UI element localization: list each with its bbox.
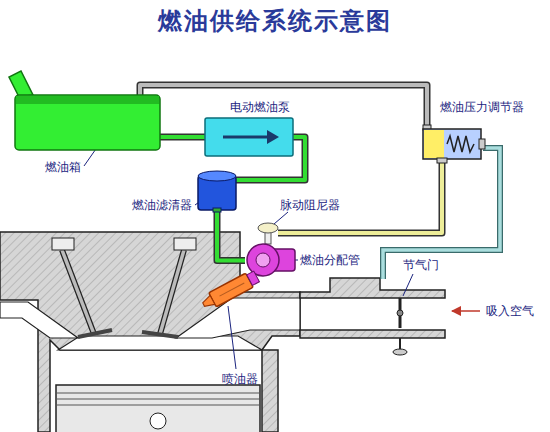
- fuel-pressure-regulator-shape: [447, 136, 474, 152]
- fuel-injector-shape: [209, 273, 254, 307]
- air-arrow: [452, 311, 480, 312]
- throttle-valve: 节气门: [385, 296, 415, 330]
- intake-manifold: [300, 278, 445, 355]
- piston: [56, 385, 260, 432]
- valve: [78, 330, 112, 337]
- valve: [62, 250, 94, 334]
- fuel-pressure-regulator-shape: [479, 139, 485, 149]
- air-arrow: [452, 310, 480, 312]
- throttle-valve-shape: [385, 296, 415, 330]
- electric-fuel-pump-shape: [223, 136, 267, 139]
- valve: [52, 238, 196, 337]
- part-label: 电动燃油泵: [230, 100, 290, 114]
- pipe-outline: [278, 163, 442, 233]
- leader-line: [274, 212, 288, 224]
- part-label: 脉动阻尼器: [280, 198, 340, 212]
- diagram-title: 燃油供给系统示意图: [0, 6, 550, 36]
- pipe-outline: [160, 134, 205, 141]
- piston: [56, 393, 260, 394]
- fuel-injector-shape: [200, 269, 260, 311]
- part-label: 喷油器: [222, 372, 258, 386]
- intake-manifold: [399, 338, 401, 350]
- electric-fuel-pump-shape: [205, 118, 293, 156]
- pulse-damper-shape: [258, 223, 278, 233]
- intake-manifold: [300, 278, 445, 298]
- pipe-fill: [160, 135, 205, 139]
- fuel-filter-shape: [198, 171, 236, 181]
- leader-line: [228, 306, 236, 369]
- valve: [142, 332, 178, 337]
- fuel-pipe: [278, 163, 442, 233]
- valve: [160, 250, 184, 334]
- piston: [56, 405, 260, 406]
- fuel-pressure-regulator-shape: [423, 125, 483, 163]
- valve: [52, 238, 74, 250]
- electric-fuel-pump-shape: [205, 118, 293, 156]
- piston: [56, 399, 260, 400]
- fuel-rail-shape: [256, 253, 270, 267]
- fuel-tank-shape: [9, 71, 33, 97]
- piston: [150, 413, 166, 429]
- flow-label: 吸入空气: [486, 304, 534, 318]
- fuel-tank-shape: [16, 96, 159, 104]
- part-label: 燃油箱: [45, 160, 81, 174]
- cylinder-wall: [262, 350, 278, 432]
- fuel-filter-shape: [198, 170, 236, 212]
- fuel-filter-shape: [213, 208, 221, 212]
- fuel-injector-shape: [201, 295, 215, 309]
- throttle-valve-shape: [397, 310, 403, 316]
- fuel-tank-shape: [15, 95, 160, 150]
- fuel-pipe: [160, 137, 205, 138]
- leader-line: [403, 274, 413, 296]
- pulse-damper-shape: [258, 222, 278, 244]
- valve: [62, 250, 94, 334]
- electric-fuel-pump: 电动燃油泵: [205, 118, 293, 156]
- fuel-rail-shape: [247, 244, 279, 276]
- fuel-pressure-regulator-shape: [423, 129, 481, 159]
- fuel-pressure-regulator-shape: [424, 130, 444, 158]
- fuel-injector-shape: [247, 271, 260, 285]
- cylinder-head: [176, 298, 300, 338]
- cylinder-wall: [262, 350, 278, 432]
- part-label: 节气门: [403, 258, 439, 272]
- fuel-pressure-regulator: 燃油压力调节器: [423, 125, 483, 163]
- pipe-outline: [217, 212, 245, 261]
- valve: [160, 250, 184, 334]
- fuel-pressure-regulator-shape: [437, 158, 447, 163]
- fuel-tank: 燃油箱: [15, 95, 160, 150]
- cylinder-head: [58, 336, 262, 350]
- fuel-tank-shape: [15, 95, 160, 150]
- part-label: 燃油滤清器: [132, 198, 192, 212]
- intake-manifold: [300, 330, 445, 338]
- intake-manifold: [393, 349, 407, 355]
- pulse-damper: 脉动阻尼器: [258, 222, 278, 244]
- part-label: 燃油分配管: [300, 253, 360, 267]
- pipe-fill: [278, 163, 442, 233]
- fuel-pipe: [217, 212, 245, 261]
- fuel-injector-shape: [220, 283, 245, 296]
- fuel-injector: 喷油器: [200, 272, 262, 308]
- piston: [56, 385, 260, 432]
- valve: [174, 238, 196, 250]
- pipe-fill: [217, 212, 245, 261]
- cylinder-head: [0, 302, 78, 338]
- fuel-filter: 燃油滤清器: [198, 170, 236, 212]
- electric-fuel-pump-shape: [267, 130, 279, 144]
- part-label: 燃油压力调节器: [440, 100, 524, 114]
- fuel-injector-shape: [200, 272, 262, 308]
